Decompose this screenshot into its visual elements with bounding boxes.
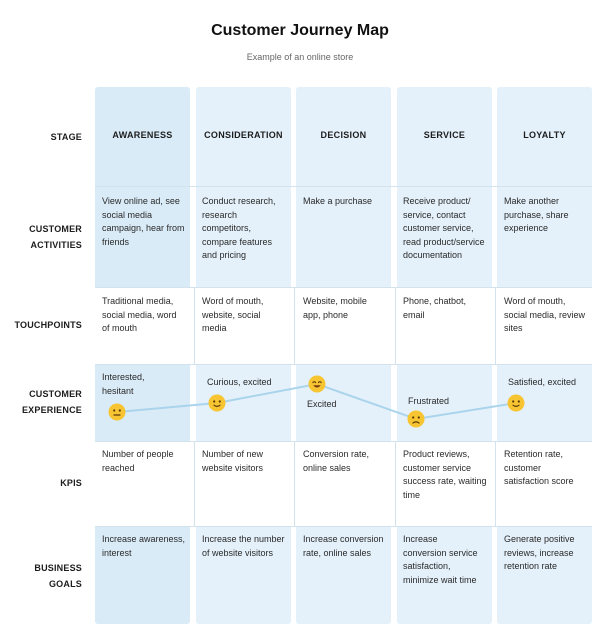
touchpoint-cell: Website, mobile app, phone — [303, 296, 367, 320]
activity-cell: Make a purchase — [303, 196, 373, 206]
kpi-cell: Number of people reached — [102, 449, 174, 473]
touchpoint-cell: Word of mouth, social media, review site… — [504, 296, 586, 333]
touchpoint-cell: Traditional media, social media, word of… — [102, 296, 177, 333]
goal-cell: Increase awareness, interest — [102, 534, 186, 558]
row-divider — [95, 364, 592, 365]
row-label-goals: BUSINESS GOALS — [0, 560, 82, 592]
stage-header: AWARENESS — [112, 130, 173, 140]
activity-cell: Conduct research, research competitors, … — [202, 196, 276, 260]
stage-header: CONSIDERATION — [204, 130, 283, 140]
row-label-activities-line1: CUSTOMER — [29, 224, 82, 234]
row-label-experience: CUSTOMER EXPERIENCE — [0, 386, 82, 418]
row-label-experience-line2: EXPERIENCE — [21, 405, 82, 415]
row-divider — [95, 526, 592, 527]
goal-cell: Increase the number of website visitors — [202, 534, 285, 558]
row-label-experience-line1: CUSTOMER — [29, 389, 82, 399]
col-divider — [495, 287, 496, 364]
neutral-face-icon — [108, 403, 126, 421]
row-label-kpis: KPIS — [60, 478, 82, 488]
stage-header: SERVICE — [423, 130, 466, 140]
goal-cell: Increase conversion service satisfaction… — [403, 534, 478, 585]
experience-label: Curious, excited — [207, 377, 272, 387]
col-divider — [194, 287, 195, 364]
touchpoints-row-bg — [95, 287, 592, 364]
kpi-cell: Number of new website visitors — [202, 449, 264, 473]
row-divider — [95, 287, 592, 288]
kpi-cell: Product reviews, customer service succes… — [403, 449, 487, 500]
activity-cell: View online ad, see social media campaig… — [102, 196, 185, 247]
row-divider — [95, 441, 592, 442]
content-face-icon — [507, 394, 525, 412]
stage-header: LOYALTY — [523, 130, 566, 140]
content-face-icon — [208, 394, 226, 412]
page-subtitle: Example of an online store — [246, 52, 354, 62]
stage-header: DECISION — [320, 130, 367, 140]
happy-face-icon — [308, 375, 326, 393]
row-label-touchpoints: TOUCHPOINTS — [14, 320, 82, 330]
row-label-goals-line2: GOALS — [48, 579, 82, 589]
kpi-cell: Conversion rate, online sales — [303, 449, 370, 473]
experience-label: Satisfied, excited — [508, 377, 577, 387]
experience-label: Excited — [307, 399, 337, 409]
touchpoint-cell: Phone, chatbot, email — [403, 296, 467, 320]
goal-cell: Generate positive reviews, increase rete… — [504, 534, 575, 571]
col-divider — [194, 441, 195, 526]
col-divider — [294, 441, 295, 526]
page-title: Customer Journey Map — [211, 22, 389, 39]
col-divider — [495, 441, 496, 526]
kpis-row-bg — [95, 441, 592, 526]
experience-label: Frustrated — [408, 396, 450, 406]
col-divider — [395, 441, 396, 526]
row-label-activities-line2: ACTIVITIES — [30, 240, 82, 250]
row-label-goals-line1: BUSINESS — [34, 563, 82, 573]
row-divider — [95, 186, 592, 187]
row-label-stage: STAGE — [50, 132, 82, 142]
unhappy-face-icon — [407, 410, 425, 428]
activity-cell: Make another purchase, share experience — [504, 196, 569, 233]
activity-cell: Receive product/ service, contact custom… — [403, 196, 485, 260]
goal-cell: Increase conversion rate, online sales — [303, 534, 384, 558]
row-label-activities: CUSTOMER ACTIVITIES — [0, 221, 82, 253]
col-divider — [294, 287, 295, 364]
col-divider — [395, 287, 396, 364]
touchpoint-cell: Word of mouth, website, social media — [202, 296, 264, 333]
kpi-cell: Retention rate, customer satisfaction sc… — [504, 449, 574, 486]
experience-label: Interested, hesitant — [102, 372, 145, 396]
